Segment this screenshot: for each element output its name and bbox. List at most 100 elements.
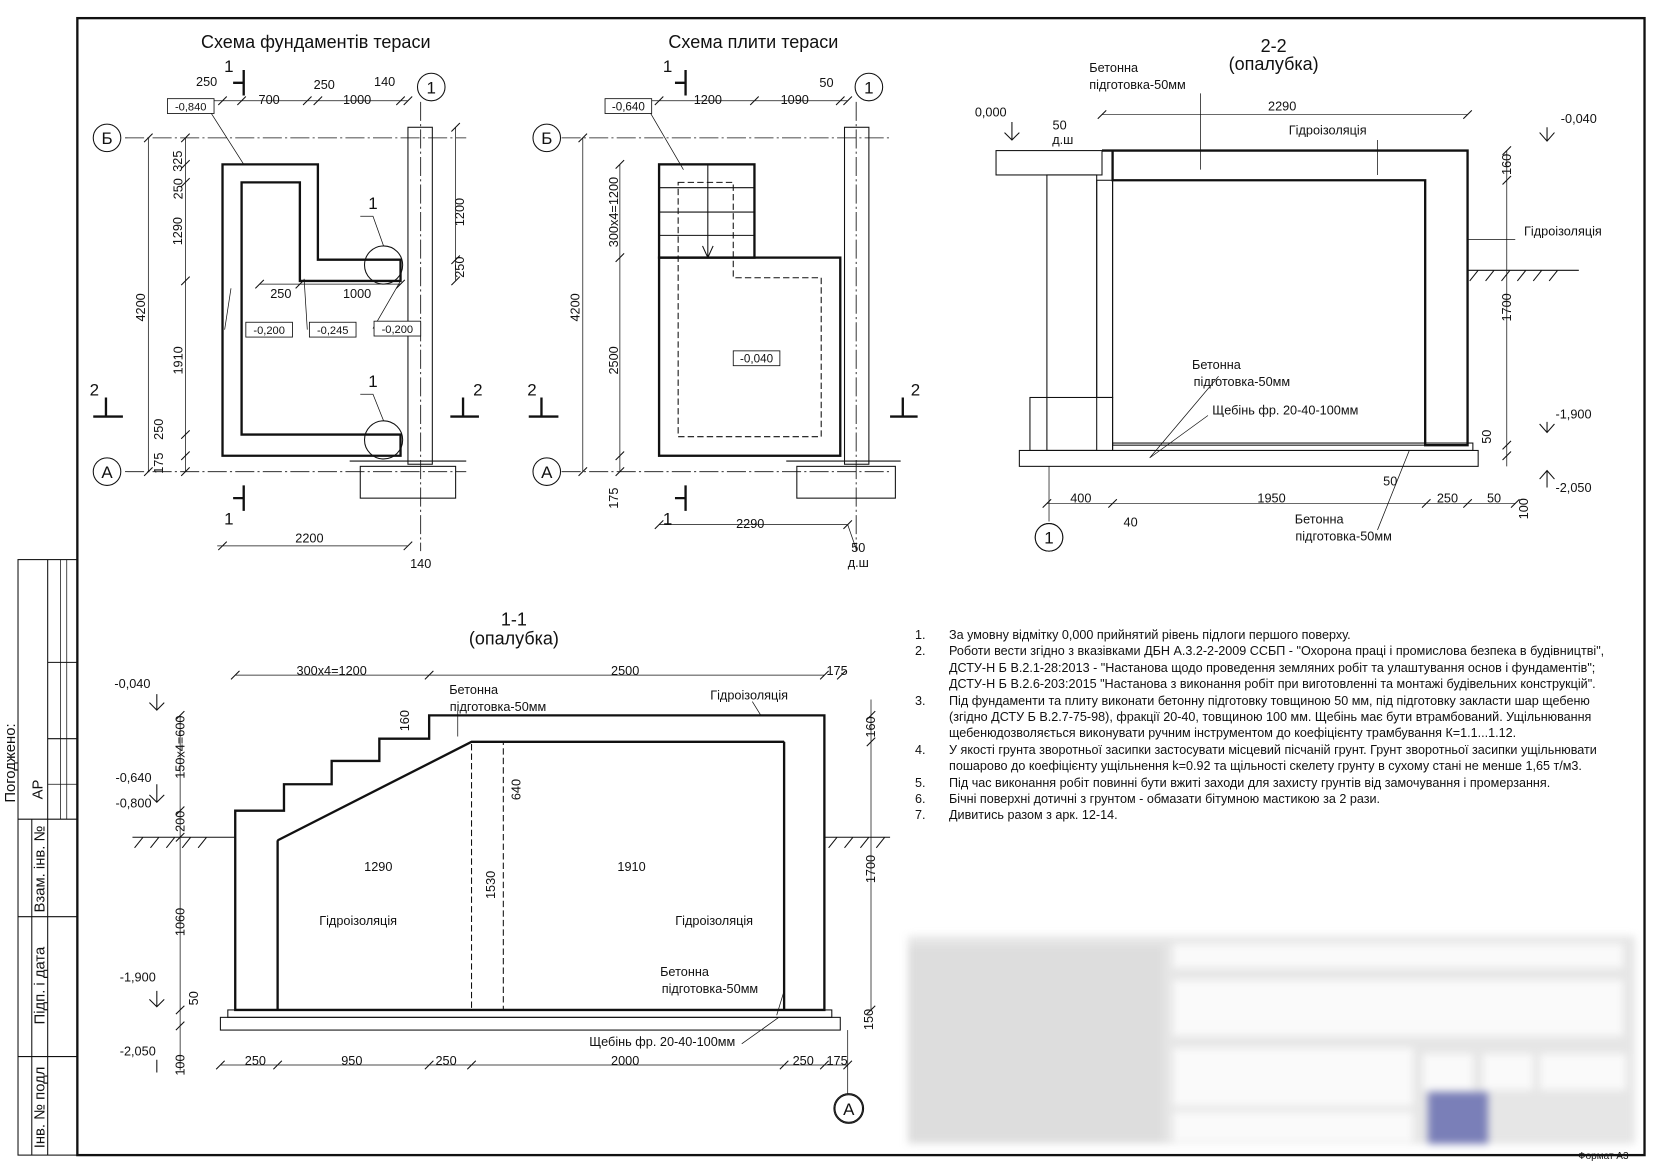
slab-plan-title: Схема плити тераси [668,32,838,52]
dimension-label: Гідроізоляція [710,687,788,702]
dimension-label: 2290 [1268,98,1296,113]
note-item: 5.Під час виконання робіт повинні бути в… [915,775,1615,791]
dimension-label: 250 [270,286,291,301]
axis-bubble [854,72,884,102]
section-cut-label: 1 [663,510,672,529]
dimension-label: 1200 [452,198,467,226]
note-number: 2. [915,644,926,659]
note-text: Роботи вести згідно з вказівками ДБН А.3… [949,644,1605,692]
dimension-label: 250 [151,419,166,440]
dimension-label: 1290 [170,217,185,245]
dimension-label: 4200 [133,293,148,321]
dimension-label: -1,900 [1556,407,1592,422]
dimension-label: 2290 [736,516,764,531]
dimension-label: 1290 [364,859,392,874]
side-stamp [17,559,78,1156]
dimension-label: 150 [861,1009,876,1030]
section-2-2-title: 2-2 [1261,36,1287,56]
stamp-agreed-label: Погоджено: [3,723,19,802]
stamp-ar-label: АР [30,780,46,800]
elevation-box [166,98,215,114]
dimension-label: 1000 [343,92,371,107]
dimension-label: підготовка-50мм [450,699,546,714]
note-item: 7.Дивитись разом з арк. 12-14. [915,807,1615,823]
dimension-label: 100 [1516,498,1531,519]
dimension-label: 40 [1124,515,1138,530]
dimension-label: 325 [170,151,185,172]
note-text: За умовну відмітку 0,000 прийнятий рівен… [949,628,1351,642]
dimension-label: 100 [172,1054,187,1075]
dimension-label: -2,050 [1556,480,1592,495]
elevation-mark: -0,840 [175,101,207,113]
note-text: Дивитись разом з арк. 12-14. [949,808,1118,823]
dimension-label: 700 [259,92,280,107]
dimension-label: Бетонна [660,964,710,979]
elevation-box [308,321,357,338]
dimension-label: 250 [452,257,467,278]
section-2-2 [995,93,1579,552]
axis-bubble [532,457,562,486]
note-item: 4. У якості грунта зворотньої засипки зас… [915,742,1615,775]
note-number: 5. [915,775,926,790]
section-cut-label: 1 [368,194,377,213]
dimension-label: 1000 [343,286,371,301]
dimension-label: 950 [341,1053,362,1068]
axis-label: А [541,463,553,482]
elevation-mark: -0,200 [253,325,285,337]
axis-bubble [532,123,562,153]
dimension-label: 50 [1487,490,1501,505]
section-2-2-subtitle: (опалубка) [1229,54,1319,74]
dimension-label: Гідроізоляція [675,913,753,928]
dimension-label: 250 [196,74,217,89]
dimension-label: 50 [1053,117,1067,132]
dimension-label: -0,040 [114,676,150,691]
dimension-label: 175 [606,488,621,509]
dimension-label: 250 [1437,490,1458,505]
dimension-label: 250 [435,1053,456,1068]
note-number: 1. [915,628,926,642]
dimension-label: Бетонна [1192,357,1242,372]
note-item: 6. Бічні поверхні дотичні з грунтом - обм… [915,791,1615,807]
dimension-label: Гідроізоляція [1289,123,1367,138]
dimension-label: -2,050 [120,1043,156,1058]
axis-bubble [92,123,122,153]
dimension-label: 250 [793,1053,814,1068]
note-number: 4. [915,742,926,757]
dimension-label: Бетонна [1089,60,1139,75]
dimension-label: 640 [508,779,523,800]
dimension-label: 1910 [617,859,645,874]
elevation-box [373,320,422,337]
general-notes: 1. За умовну відмітку 0,000 прийнятий рів… [915,627,1615,824]
dimension-label: 50 [186,991,201,1005]
axis-label: 1 [864,78,873,97]
dimension-label: 400 [1070,490,1091,505]
note-text: Бічні поверхні дотичні з грунтом - обмаз… [949,792,1381,807]
axis-label: Б [541,129,552,148]
dimension-label: 250 [245,1053,266,1068]
dimension-label: 1700 [863,855,878,883]
dimension-label: 150х4=600 [172,716,187,779]
dimension-label: д.ш [1052,132,1073,147]
dimension-label: 2500 [606,346,621,374]
dimension-label: 1700 [1499,293,1514,321]
section-1-1 [132,670,891,1124]
dimension-label: Бетонна [1295,512,1345,527]
note-item: 1. За умовну відмітку 0,000 прийнятий рів… [915,627,1615,643]
dimension-label: 140 [410,556,431,571]
axis-label: 1 [427,78,436,97]
dimension-label: -0,800 [115,796,151,811]
dimension-label: 175 [826,1053,847,1068]
stamp-replace-inv-label: Взам. інв. № [33,826,49,913]
section-cut-label: 2 [911,380,920,399]
section-cut-label: 1 [368,372,377,391]
dimension-label: 4200 [568,293,583,321]
note-number: 6. [915,792,926,807]
section-cut-label: 2 [527,380,536,399]
dimension-label: підготовка-50мм [1089,77,1185,92]
elevation-mark: -0,200 [382,324,414,336]
note-text: У якості грунта зворотньої засипки засто… [949,742,1597,774]
stamp-inv-orig-label: Інв. № подл [33,1067,49,1149]
elevation-box [245,321,293,338]
dimension-label: 50 [1479,430,1494,444]
